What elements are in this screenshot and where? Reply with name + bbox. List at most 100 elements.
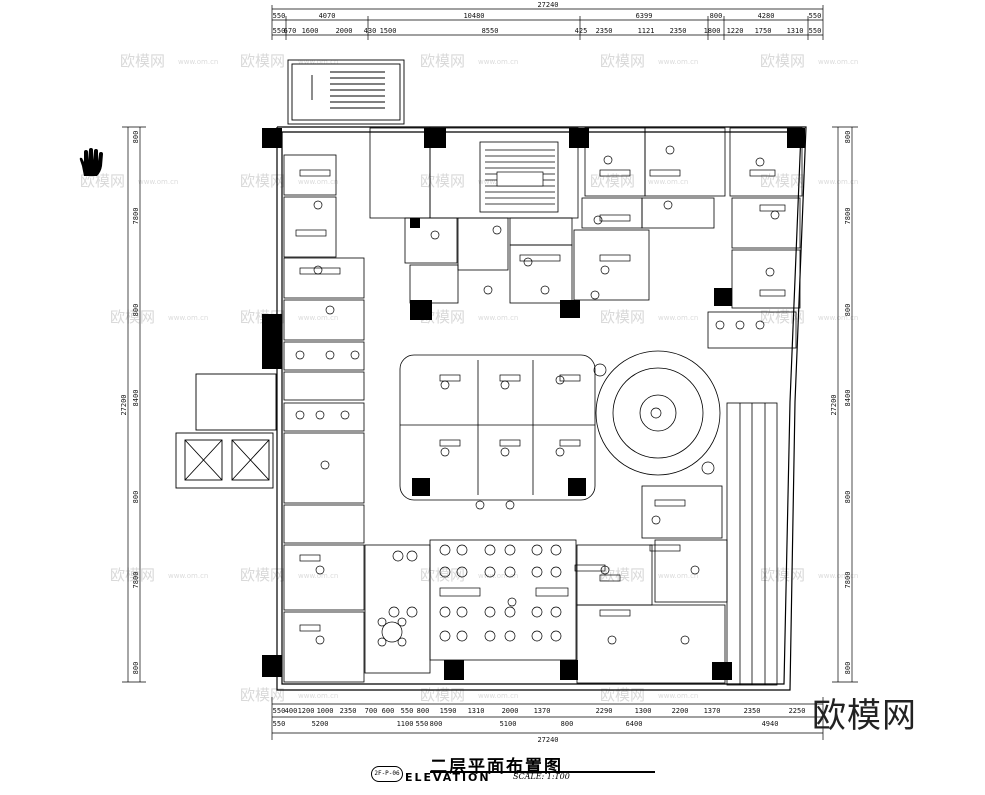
watermark-url: www.om.cn <box>168 314 208 322</box>
desk <box>574 564 606 572</box>
chair <box>550 606 562 618</box>
chair <box>735 320 745 330</box>
watermark-url: www.om.cn <box>178 58 218 66</box>
right-dim-part: 800 <box>844 304 852 317</box>
chair <box>430 230 440 240</box>
building-outline <box>276 126 807 691</box>
elevation-label: ELEVATION <box>405 771 491 784</box>
chair <box>500 447 510 457</box>
right-dim-part: 800 <box>844 491 852 504</box>
chair <box>397 617 407 627</box>
bottom-dim-row1: 2250 <box>789 707 806 715</box>
bottom-dim-row1: 2000 <box>502 707 519 715</box>
desk <box>759 289 786 297</box>
chair <box>665 145 675 155</box>
desk <box>299 169 331 177</box>
furniture-layer <box>295 145 786 647</box>
chair <box>680 635 690 645</box>
watermark-url: www.om.cn <box>648 178 688 186</box>
watermark-url: www.om.cn <box>478 314 518 322</box>
chair <box>593 215 603 225</box>
top-dim-row2: 2350 <box>596 27 613 35</box>
chair <box>377 637 387 647</box>
chair <box>381 621 403 643</box>
top-overall-dim: 27240 <box>537 1 558 9</box>
bottom-dimension-lines <box>271 697 824 740</box>
chair <box>295 350 305 360</box>
watermark: 欧模网 <box>600 52 645 70</box>
watermark-url: www.om.cn <box>658 314 698 322</box>
watermark: 欧模网 <box>420 686 465 704</box>
bottom-dim-row1: 550 <box>401 707 414 715</box>
bottom-dim-row2: 5200 <box>312 720 329 728</box>
chair <box>531 566 543 578</box>
chair <box>531 544 543 556</box>
bottom-dim-row1: 2350 <box>340 707 357 715</box>
north-stair-tower <box>287 59 405 125</box>
desk <box>654 499 686 507</box>
chair <box>755 157 765 167</box>
watermark: 欧模网 <box>760 566 805 584</box>
hand-pan-icon[interactable] <box>78 148 104 178</box>
bottom-overall-dim: 27240 <box>537 736 558 744</box>
desk <box>299 624 321 632</box>
central-stair <box>485 149 555 205</box>
watermark-url: www.om.cn <box>658 692 698 700</box>
chair <box>325 350 335 360</box>
chair <box>504 566 516 578</box>
chair <box>484 544 496 556</box>
title-underline <box>430 771 655 773</box>
watermark: 欧模网 <box>760 52 805 70</box>
top-dim-row1: 550 <box>273 12 286 20</box>
chair <box>500 380 510 390</box>
desk <box>559 439 581 447</box>
chair <box>475 500 485 510</box>
chair <box>397 637 407 647</box>
chair <box>550 566 562 578</box>
chair <box>313 265 323 275</box>
top-dim-row2: 1121 <box>638 27 655 35</box>
chair <box>505 500 515 510</box>
chair <box>504 606 516 618</box>
bottom-dim-row1: 550 <box>273 707 286 715</box>
watermark-url: www.om.cn <box>298 314 338 322</box>
watermark: 欧模网 <box>420 172 465 190</box>
watermark: 欧模网 <box>600 566 645 584</box>
chair <box>504 544 516 556</box>
chair <box>540 285 550 295</box>
watermark: 欧模网 <box>80 172 125 190</box>
watermark-url: www.om.cn <box>658 58 698 66</box>
desk <box>749 169 776 177</box>
left-dim-part: 800 <box>132 304 140 317</box>
desk <box>299 554 321 562</box>
chair <box>439 630 451 642</box>
chair <box>690 565 700 575</box>
desk <box>499 374 521 382</box>
chair <box>377 617 387 627</box>
bottom-dim-row2: 4940 <box>762 720 779 728</box>
bottom-dim-row1: 2290 <box>596 707 613 715</box>
chair <box>484 630 496 642</box>
watermark: 欧模网 <box>110 566 155 584</box>
chair <box>531 630 543 642</box>
chair <box>456 606 468 618</box>
watermark: 欧模网 <box>240 52 285 70</box>
chair <box>313 200 323 210</box>
watermark-url: www.om.cn <box>658 572 698 580</box>
desk <box>559 374 581 382</box>
watermark-url: www.om.cn <box>138 178 178 186</box>
chair <box>755 320 765 330</box>
chair <box>350 350 360 360</box>
chair <box>320 460 330 470</box>
drawing-tag: 2F-P-06 <box>371 766 403 782</box>
desk <box>519 254 561 262</box>
side-dimension-lines <box>122 126 858 683</box>
top-dim-row1: 4070 <box>319 12 336 20</box>
desk <box>599 169 631 177</box>
chair <box>440 447 450 457</box>
top-dim-row2: 2350 <box>670 27 687 35</box>
chair <box>555 447 565 457</box>
desk <box>499 439 521 447</box>
